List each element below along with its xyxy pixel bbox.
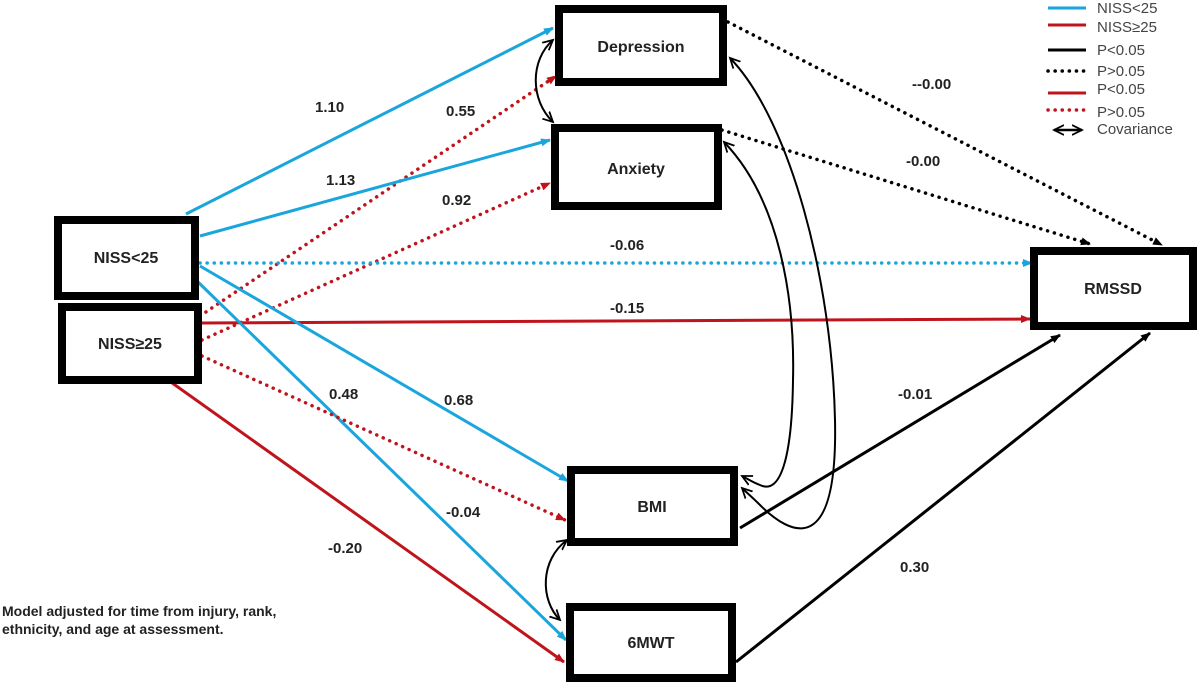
coef-niss_lt25-bmi: 0.68 (444, 392, 473, 409)
model-adjustment-note: Model adjusted for time from injury, ran… (2, 603, 277, 637)
legend-item-red-nonsignificant: P>0.05 (1046, 104, 1145, 121)
path-6mwt-rmssd (735, 331, 1151, 664)
covariance-depression-bmi (730, 58, 837, 530)
legend-label: NISS<25 (1097, 0, 1157, 17)
node-bmi-label: BMI (637, 499, 666, 516)
node-depression: Depression (555, 5, 727, 86)
node-bmi: BMI (567, 466, 738, 546)
legend-item-red-significant: P<0.05 (1048, 81, 1145, 98)
node-niss_ge25: NISS≥25 (58, 303, 202, 384)
path-niss_ge25-rmssd (201, 315, 1031, 325)
node-anxiety-label: Anxiety (607, 161, 665, 178)
coef-niss_lt25-rmssd: -0.06 (610, 237, 644, 254)
coef-niss_ge25-rmssd: -0.15 (610, 300, 644, 317)
path-niss_lt25-bmi (199, 264, 569, 483)
coef-niss_ge25-depression: 0.55 (446, 103, 475, 120)
path-bmi-rmssd (739, 333, 1061, 530)
coef-niss_lt25-anxiety: 1.13 (326, 172, 355, 189)
node-niss_ge25-label: NISS≥25 (98, 336, 162, 353)
legend: NISS<25 NISS≥25 P<0.05 P>0.05 P<0.05 P>0… (1046, 0, 1173, 138)
path-anxiety-rmssd (720, 128, 1092, 246)
node-6mwt: 6MWT (566, 603, 736, 682)
path-niss_ge25-bmi (200, 354, 567, 522)
legend-item-niss_ge25: NISS≥25 (1048, 19, 1157, 36)
node-niss_lt25-label: NISS<25 (94, 250, 159, 267)
legend-label: P>0.05 (1097, 63, 1145, 80)
legend-label: P>0.05 (1097, 104, 1145, 121)
covariance-anxiety-bmi (724, 142, 795, 488)
path-niss_lt25-depression (185, 26, 554, 216)
path-niss_ge25-depression (198, 74, 558, 318)
legend-label: P<0.05 (1097, 81, 1145, 98)
legend-item-black-nonsignificant: P>0.05 (1046, 63, 1145, 80)
covariance-bmi-6mwt (544, 540, 567, 620)
legend-label: Covariance (1097, 121, 1173, 138)
coef-niss_ge25-anxiety: 0.92 (442, 192, 471, 209)
legend-item-black-significant: P<0.05 (1048, 42, 1145, 59)
coef-bmi-rmssd: -0.01 (898, 386, 932, 403)
coef-anxiety-rmssd: -0.00 (906, 153, 940, 170)
path-niss_lt25-anxiety (199, 138, 551, 238)
coef-niss_lt25-6mwt: 0.48 (329, 386, 358, 403)
coef-depression-rmssd: --0.00 (912, 76, 951, 93)
coef-niss_ge25-6mwt: -0.20 (328, 540, 362, 557)
coef-niss_lt25-depression: 1.10 (315, 99, 344, 116)
node-rmssd-label: RMSSD (1084, 281, 1142, 298)
legend-label: P<0.05 (1097, 42, 1145, 59)
coef-6mwt-rmssd: 0.30 (900, 559, 929, 576)
node-anxiety: Anxiety (551, 124, 722, 210)
node-6mwt-label: 6MWT (627, 635, 674, 652)
coef-niss_ge25-bmi: -0.04 (446, 504, 481, 521)
path-niss_ge25-6mwt (167, 378, 565, 664)
node-niss_lt25: NISS<25 (54, 216, 199, 300)
legend-item-covariance: Covariance (1054, 121, 1173, 138)
legend-item-niss_lt25: NISS<25 (1048, 0, 1157, 17)
node-depression-label: Depression (597, 39, 684, 56)
path-niss_ge25-anxiety (200, 181, 552, 342)
path-niss_lt25-6mwt (196, 280, 568, 642)
legend-label: NISS≥25 (1097, 19, 1157, 36)
node-rmssd: RMSSD (1030, 247, 1197, 330)
covariance-depression-anxiety (534, 40, 553, 122)
